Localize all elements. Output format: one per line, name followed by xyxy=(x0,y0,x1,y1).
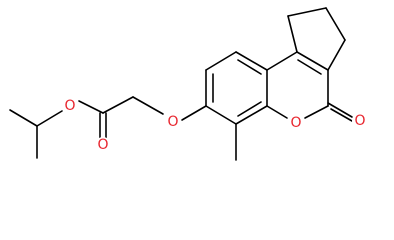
atom-o-ring: O xyxy=(288,115,304,131)
bond-pyran-c8a-to-o xyxy=(266,105,288,119)
atom-o-ester-single: O xyxy=(62,98,78,114)
bond-benzene-5-inner xyxy=(237,101,262,117)
bond-o-to-carbonyl-c xyxy=(78,100,104,114)
svg-text:O: O xyxy=(354,113,365,129)
bond-benzene-5 xyxy=(235,105,268,125)
bond-isopropyl-upper xyxy=(9,109,38,127)
bond-benzene-3-inner xyxy=(237,59,262,75)
bond-pyran-c3-c4-inner xyxy=(297,59,322,75)
bond-cyclopentane-3 xyxy=(325,7,346,41)
atom-o-ester-carbonyl: O xyxy=(95,137,111,153)
bond-ch2-to-ether-o xyxy=(132,96,164,115)
bond-ether-o-to-ring xyxy=(181,105,207,121)
structure-diagram: O O O O O xyxy=(9,7,368,161)
svg-text:O: O xyxy=(97,137,108,153)
atom-o-ether: O xyxy=(165,114,181,130)
molecule-svg: O O O O O xyxy=(9,7,368,161)
bond-pyran-o-to-c2 xyxy=(304,105,329,119)
svg-text:O: O xyxy=(167,114,178,130)
bond-benzene-3 xyxy=(235,51,268,71)
bond-lactone-double-o-b xyxy=(330,108,353,122)
bond-cyclopentane-1 xyxy=(287,15,298,53)
bond-isopropyl-to-o xyxy=(36,110,63,127)
bond-benzene-6 xyxy=(205,105,237,125)
bond-lactone-double-o-a xyxy=(327,102,353,118)
bond-carbonyl-c-to-ch2 xyxy=(102,96,134,114)
bond-pyran-c4-to-c4a xyxy=(266,51,298,71)
bond-cyclopentane-4 xyxy=(327,39,346,71)
svg-text:O: O xyxy=(64,98,75,114)
svg-text:O: O xyxy=(290,115,301,131)
bond-cyclopentane-2 xyxy=(287,7,327,17)
atom-o-lactone-carbonyl: O xyxy=(352,113,368,129)
bond-benzene-2 xyxy=(205,51,237,71)
bond-pyran-c3-to-c4 xyxy=(296,51,329,71)
